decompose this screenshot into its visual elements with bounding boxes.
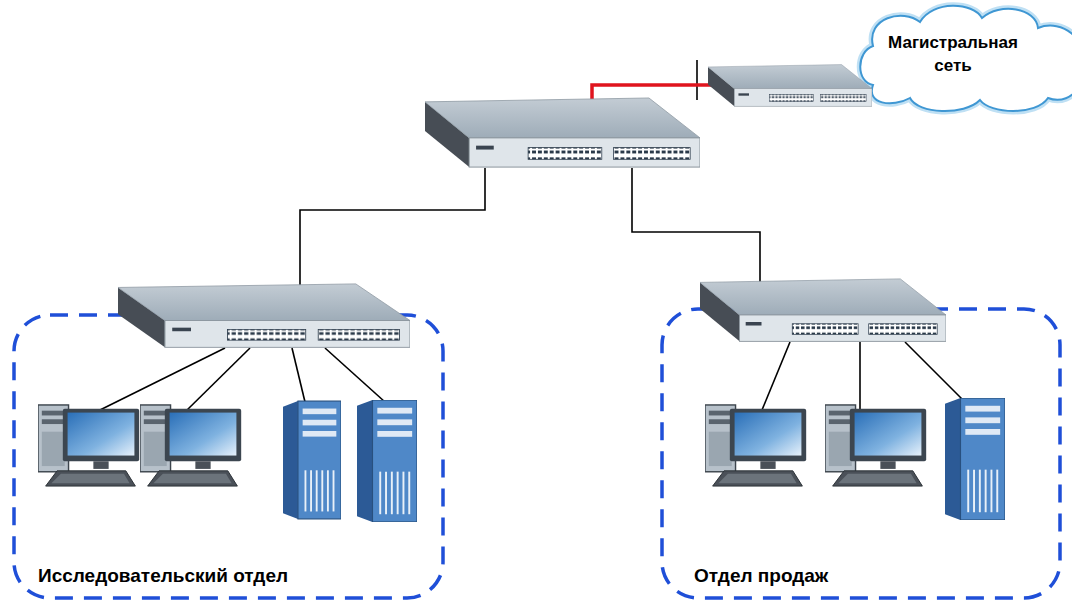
dashed-border (14, 315, 443, 598)
server-icon (283, 401, 341, 519)
dashed-outline (12, 313, 445, 600)
network-cable (100, 60, 965, 412)
workstation-icon (705, 405, 806, 486)
department-region: Исследовательский отдел (12, 313, 445, 600)
department-label: Отдел продаж (694, 564, 828, 588)
backbone-switch (708, 65, 872, 107)
workstation-icon (38, 405, 139, 486)
server-icon (357, 400, 417, 522)
department-label: Исследовательский отдел (38, 564, 288, 588)
department-region: Отдел продаж (660, 307, 1062, 600)
department-switch (118, 284, 410, 347)
workstation-icon (825, 405, 926, 486)
server-icon (945, 398, 1005, 520)
cloud-glow (860, 6, 1072, 111)
department-switch (700, 279, 946, 341)
dashed-outline (660, 307, 1062, 600)
cloud-label: Магистральная сеть (878, 31, 1028, 77)
backbone-cloud: Магистральная сеть (858, 0, 1072, 114)
dashed-border (662, 309, 1060, 598)
cloud-outline (860, 6, 1072, 111)
uplink-cable (592, 85, 712, 100)
core-switch (425, 98, 700, 167)
workstation-icon (140, 405, 241, 486)
